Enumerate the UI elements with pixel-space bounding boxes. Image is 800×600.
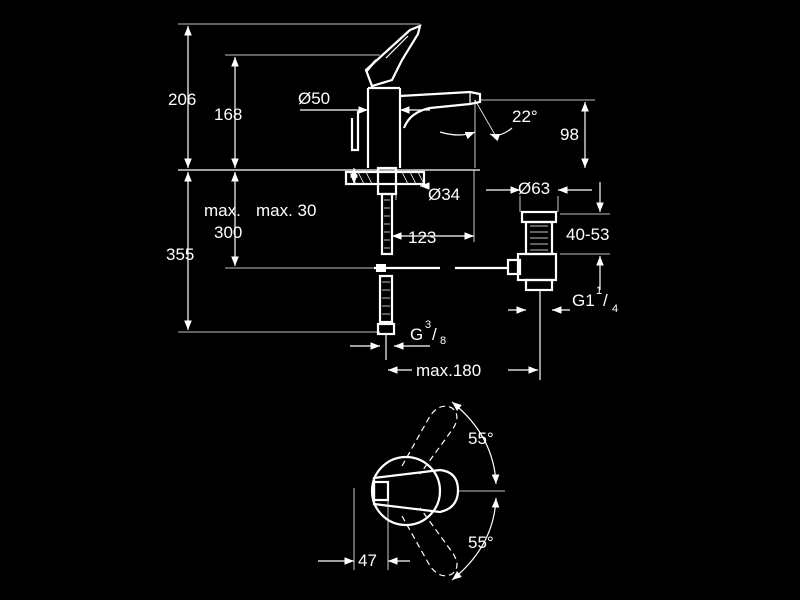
faucet-body — [350, 24, 482, 168]
angle-55-bottom-label: 55° — [468, 533, 494, 552]
dimension-22deg: 22° — [439, 99, 538, 168]
dimension-123: 123 — [392, 170, 475, 247]
dimension-g38-main: G — [410, 325, 423, 344]
dimension-g114-num: 1 — [596, 285, 602, 297]
dimension-g38-slash: / — [432, 325, 437, 344]
dimension-47: 47 — [318, 488, 410, 570]
dimension-d63: Ø63 — [486, 179, 592, 212]
dimension-max180-label: max.180 — [416, 361, 481, 380]
waste-fitting — [506, 210, 558, 380]
dimension-g114-den: 4 — [612, 303, 618, 315]
dimension-40-53-label: 40-53 — [566, 225, 609, 244]
dimension-123-label: 123 — [408, 228, 436, 247]
dimension-g38: G 3 / 8 — [350, 319, 446, 350]
mounting-assembly — [344, 166, 426, 256]
dimension-max30-label: max. 30 — [256, 201, 316, 220]
dimension-206-label: 206 — [168, 90, 196, 109]
dimension-22deg-label: 22° — [512, 107, 538, 126]
dimension-g38-den: 8 — [440, 335, 446, 347]
dimension-300: 300 — [214, 172, 380, 269]
dimension-max180: max.180 — [388, 356, 538, 380]
dimension-168: 168 — [214, 54, 380, 168]
dimension-d34-label: Ø34 — [428, 185, 460, 204]
dimension-max30: max. max. 30 — [204, 168, 358, 220]
dimension-d50: Ø50 — [298, 89, 430, 114]
dimension-98: 98 — [480, 99, 595, 168]
dimension-47-label: 47 — [358, 551, 377, 570]
dimension-300-label: 300 — [214, 223, 242, 242]
dimension-d63-label: Ø63 — [518, 179, 550, 198]
dimension-g38-num: 3 — [425, 319, 431, 331]
connection-hose — [374, 264, 508, 360]
dimension-g114: G1 1 / 4 — [508, 285, 618, 315]
dimension-355-label: 355 — [166, 245, 194, 264]
top-view: 55° 55° — [370, 401, 505, 581]
angle-55-top-label: 55° — [468, 429, 494, 448]
dimension-168-label: 168 — [214, 105, 242, 124]
dimension-g114-slash: / — [603, 291, 608, 310]
dimension-d50-label: Ø50 — [298, 89, 330, 108]
dimension-98-label: 98 — [560, 125, 579, 144]
dimension-g114-main: G1 — [572, 291, 595, 310]
dimension-206: 206 — [168, 23, 420, 168]
dimension-355: 355 — [166, 172, 380, 333]
dimension-40-53: 40-53 — [560, 182, 610, 290]
dimension-d34: Ø34 — [395, 182, 460, 204]
